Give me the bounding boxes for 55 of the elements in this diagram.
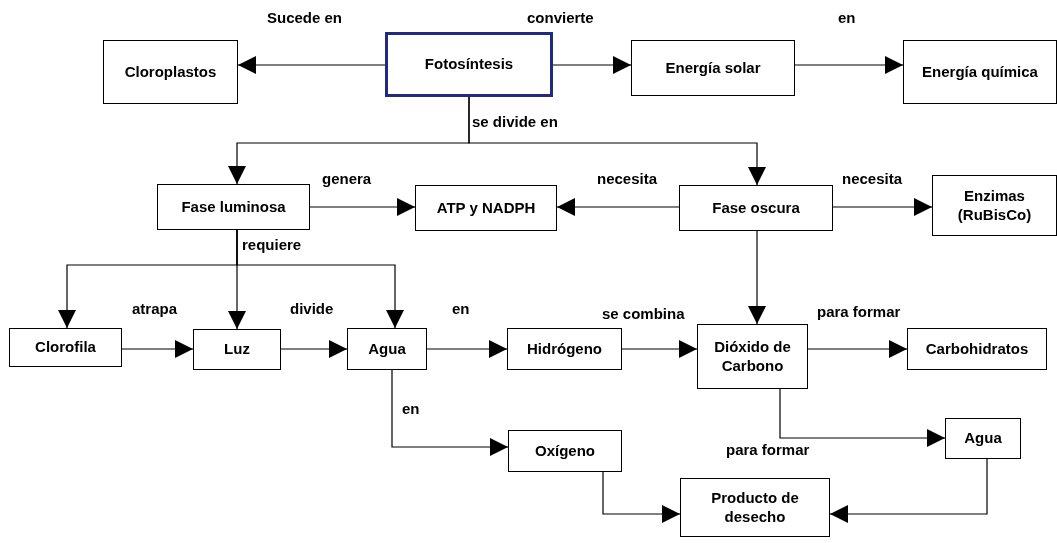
concept-box <box>903 40 1057 104</box>
concept-box <box>193 329 281 370</box>
node-label: Agua <box>963 429 1003 448</box>
node-label: Energía solar <box>664 58 762 78</box>
arrow <box>236 229 404 329</box>
concept-box <box>508 430 622 472</box>
concept-box <box>157 184 310 230</box>
concept-box <box>347 328 427 370</box>
arrow <box>602 471 681 523</box>
arrow <box>280 340 348 358</box>
node-label: Agua <box>367 339 407 359</box>
arrow <box>748 230 766 325</box>
concept-box <box>907 328 1047 370</box>
node-label: ATP y NADPH <box>435 198 537 218</box>
node-label: Fase luminosa <box>180 197 287 217</box>
node-label: Dióxido de Carbono <box>713 337 792 376</box>
node-label: Clorofila <box>34 338 97 357</box>
arrow <box>426 340 508 358</box>
node-label: Luz <box>223 340 251 359</box>
concept-box <box>103 40 238 104</box>
arrow <box>832 198 933 216</box>
arrow <box>829 458 988 523</box>
arrow <box>556 198 680 216</box>
arrow <box>552 56 632 74</box>
concept-box <box>385 32 553 97</box>
concept-box <box>932 175 1057 236</box>
node-label: Producto de desecho <box>710 488 800 527</box>
arrow <box>391 369 509 456</box>
arrow <box>779 388 946 447</box>
node-label: Fotosíntesis <box>423 55 515 74</box>
edge-label: requiere <box>240 236 304 254</box>
node-label: Energía química <box>921 62 1039 82</box>
concept-box <box>631 40 795 96</box>
node-label: Cloroplastos <box>123 62 218 82</box>
node-label: Carbohidratos <box>924 339 1030 359</box>
node-label: Enzimas (RuBisCo) <box>956 186 1033 225</box>
arrow <box>121 340 194 358</box>
concept-box <box>415 185 557 231</box>
arrow <box>468 96 766 186</box>
concept-box <box>9 328 122 367</box>
concept-box <box>507 328 622 370</box>
arrow <box>237 56 386 74</box>
note-text: para formar <box>724 441 812 459</box>
arrow <box>309 198 416 216</box>
arrow <box>807 340 908 358</box>
concept-box <box>945 418 1021 459</box>
node-label: Oxígeno <box>534 441 596 461</box>
concept-box <box>679 185 833 231</box>
arrow <box>794 56 904 74</box>
node-label: Hidrógeno <box>526 339 603 359</box>
concept-box <box>680 478 830 537</box>
concept-box <box>697 324 808 389</box>
arrow <box>621 340 698 358</box>
node-label: Fase oscura <box>711 198 801 218</box>
edge-label: para formar <box>815 303 903 321</box>
